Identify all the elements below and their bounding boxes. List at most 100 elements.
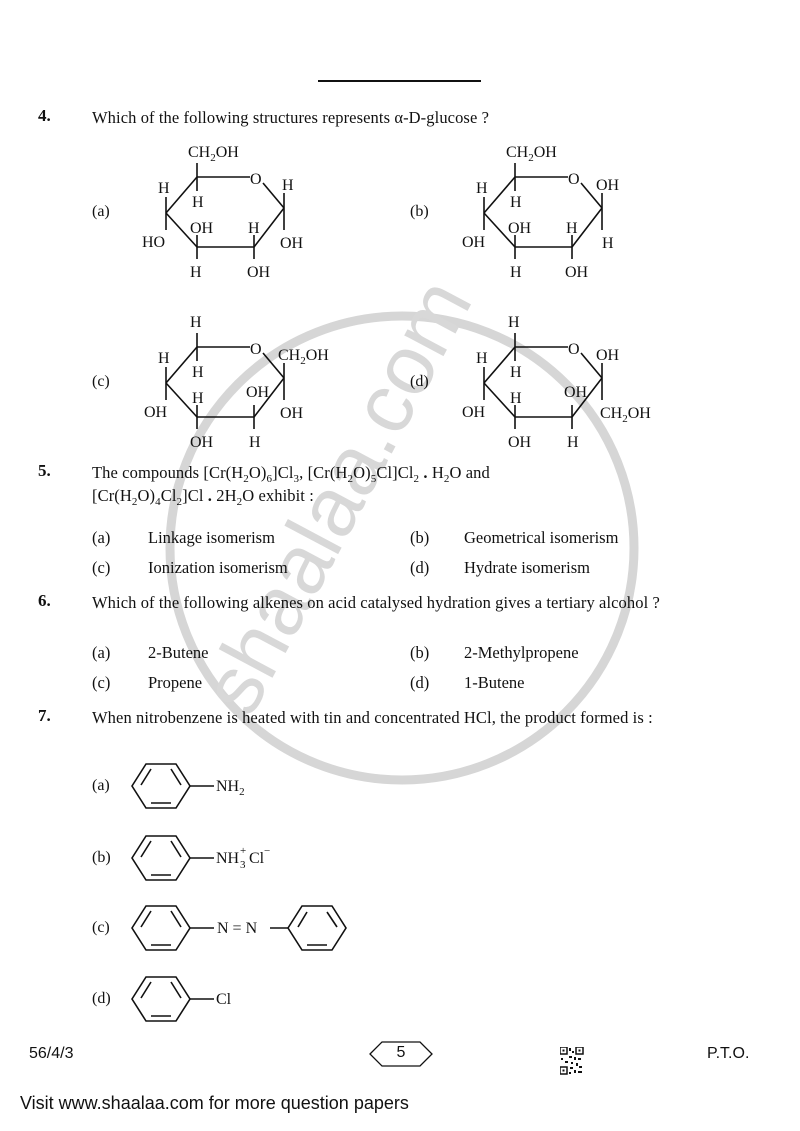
svg-text:H: H bbox=[508, 314, 520, 331]
glucose-structure-a: CH2OH O H H H HO OH H OH H OH bbox=[142, 144, 304, 281]
svg-text:OH: OH bbox=[596, 347, 620, 364]
question-number: 5. bbox=[38, 461, 51, 480]
svg-text:O: O bbox=[250, 171, 262, 188]
option-label: (b) bbox=[410, 528, 430, 547]
svg-text:OH: OH bbox=[246, 384, 270, 401]
glucose-structure-c: H O CH2OH H H OH H OH OH OH H bbox=[144, 314, 329, 451]
svg-text:Cl: Cl bbox=[249, 850, 265, 867]
pto-label: P.T.O. bbox=[707, 1045, 750, 1062]
svg-text:CH2OH: CH2OH bbox=[506, 144, 557, 164]
question-text: When nitrobenzene is heated with tin and… bbox=[92, 708, 653, 727]
option-text: Linkage isomerism bbox=[148, 528, 275, 547]
page-badge-shape bbox=[369, 1041, 433, 1067]
option-label: (d) bbox=[410, 558, 430, 577]
svg-text:H: H bbox=[567, 434, 579, 451]
question-text-prefix: The compounds bbox=[92, 463, 204, 482]
option-label: (d) bbox=[92, 990, 111, 1007]
svg-text:CH2OH: CH2OH bbox=[600, 405, 651, 425]
svg-text:H: H bbox=[192, 194, 204, 211]
svg-text:H: H bbox=[476, 180, 488, 197]
svg-text:OH: OH bbox=[247, 264, 271, 281]
svg-text:H: H bbox=[158, 180, 170, 197]
svg-text:H: H bbox=[158, 350, 170, 367]
top-rule bbox=[318, 80, 481, 82]
option-label: (a) bbox=[92, 203, 110, 220]
svg-text:N = N: N = N bbox=[217, 920, 258, 937]
svg-text:+: + bbox=[240, 845, 246, 857]
qr-code-icon bbox=[559, 1046, 584, 1075]
question-number: 6. bbox=[38, 591, 51, 610]
option-label: (d) bbox=[410, 673, 430, 692]
svg-text:CH2OH: CH2OH bbox=[188, 144, 239, 164]
svg-text:OH: OH bbox=[190, 220, 214, 237]
svg-text:O: O bbox=[250, 341, 262, 358]
svg-text:OH: OH bbox=[280, 405, 304, 422]
svg-text:Cl: Cl bbox=[216, 991, 232, 1008]
svg-text:OH: OH bbox=[462, 404, 486, 421]
option-text: 2-Butene bbox=[148, 643, 209, 662]
option-label: (c) bbox=[92, 558, 111, 577]
option-label: (d) bbox=[410, 373, 429, 390]
option-label: (b) bbox=[92, 849, 111, 866]
option-label: (a) bbox=[92, 777, 110, 794]
svg-text:OH: OH bbox=[565, 264, 589, 281]
option-text: 2-Methylpropene bbox=[464, 643, 579, 662]
option-text: Ionization isomerism bbox=[148, 558, 288, 577]
option-label: (a) bbox=[92, 528, 111, 547]
page-number-badge: 5 bbox=[368, 1040, 434, 1068]
svg-text:OH: OH bbox=[564, 384, 588, 401]
svg-text:O: O bbox=[568, 171, 580, 188]
svg-text:H: H bbox=[510, 264, 522, 281]
svg-text:OH: OH bbox=[462, 234, 486, 251]
question-number: 4. bbox=[38, 106, 51, 125]
svg-text:H: H bbox=[282, 177, 294, 194]
svg-text:OH: OH bbox=[144, 404, 168, 421]
svg-text:OH: OH bbox=[280, 235, 304, 252]
paper-code: 56/4/3 bbox=[29, 1045, 74, 1062]
svg-text:NH: NH bbox=[216, 850, 240, 867]
svg-text:H: H bbox=[602, 235, 614, 252]
chlorobenzene-structure: Cl bbox=[131, 976, 232, 1022]
svg-text:H: H bbox=[510, 194, 522, 211]
option-label: (a) bbox=[92, 643, 111, 662]
question-text: Which of the following structures repres… bbox=[92, 108, 490, 127]
svg-text:OH: OH bbox=[508, 220, 532, 237]
option-label: (c) bbox=[92, 373, 110, 390]
svg-text:H: H bbox=[190, 264, 202, 281]
svg-text:H: H bbox=[510, 390, 522, 407]
question-text: Which of the following alkenes on acid c… bbox=[92, 593, 660, 612]
svg-text:H: H bbox=[249, 434, 261, 451]
glucose-structure-b: CH2OH O H H OH OH OH H H H OH bbox=[462, 144, 620, 281]
svg-text:−: − bbox=[264, 845, 270, 857]
question-text: The compounds [Cr(H2O)6]Cl3, [Cr(H2O)5Cl… bbox=[92, 463, 490, 508]
anilinium-chloride-structure: NH 3 + Cl − bbox=[131, 835, 270, 881]
option-label: (b) bbox=[410, 643, 430, 662]
svg-text:H: H bbox=[248, 220, 260, 237]
svg-text:H: H bbox=[476, 350, 488, 367]
azobenzene-structure: N = N bbox=[131, 905, 347, 951]
option-text: Propene bbox=[148, 673, 203, 692]
svg-text:3: 3 bbox=[240, 859, 246, 871]
svg-text:CH2OH: CH2OH bbox=[278, 347, 329, 367]
option-text: Geometrical isomerism bbox=[464, 528, 619, 547]
glucose-structure-d: H O OH H H OH H OH CH2OH OH H bbox=[462, 314, 651, 451]
option-label: (b) bbox=[410, 203, 429, 220]
page-number: 5 bbox=[396, 1044, 406, 1061]
svg-text:O: O bbox=[568, 341, 580, 358]
visit-link[interactable]: Visit www.shaalaa.com for more question … bbox=[20, 1093, 409, 1113]
aniline-structure: NH2 bbox=[131, 763, 245, 809]
question-text-suffix: exhibit : bbox=[254, 486, 314, 505]
question-number: 7. bbox=[38, 706, 51, 725]
svg-text:OH: OH bbox=[596, 177, 620, 194]
option-label: (c) bbox=[92, 919, 110, 936]
option-text: 1-Butene bbox=[464, 673, 525, 692]
svg-text:H: H bbox=[510, 364, 522, 381]
svg-text:NH2: NH2 bbox=[216, 778, 245, 798]
svg-text:H: H bbox=[566, 220, 578, 237]
svg-text:OH: OH bbox=[190, 434, 214, 451]
option-label: (c) bbox=[92, 673, 111, 692]
svg-text:H: H bbox=[192, 390, 204, 407]
svg-text:OH: OH bbox=[508, 434, 532, 451]
svg-text:H: H bbox=[192, 364, 204, 381]
